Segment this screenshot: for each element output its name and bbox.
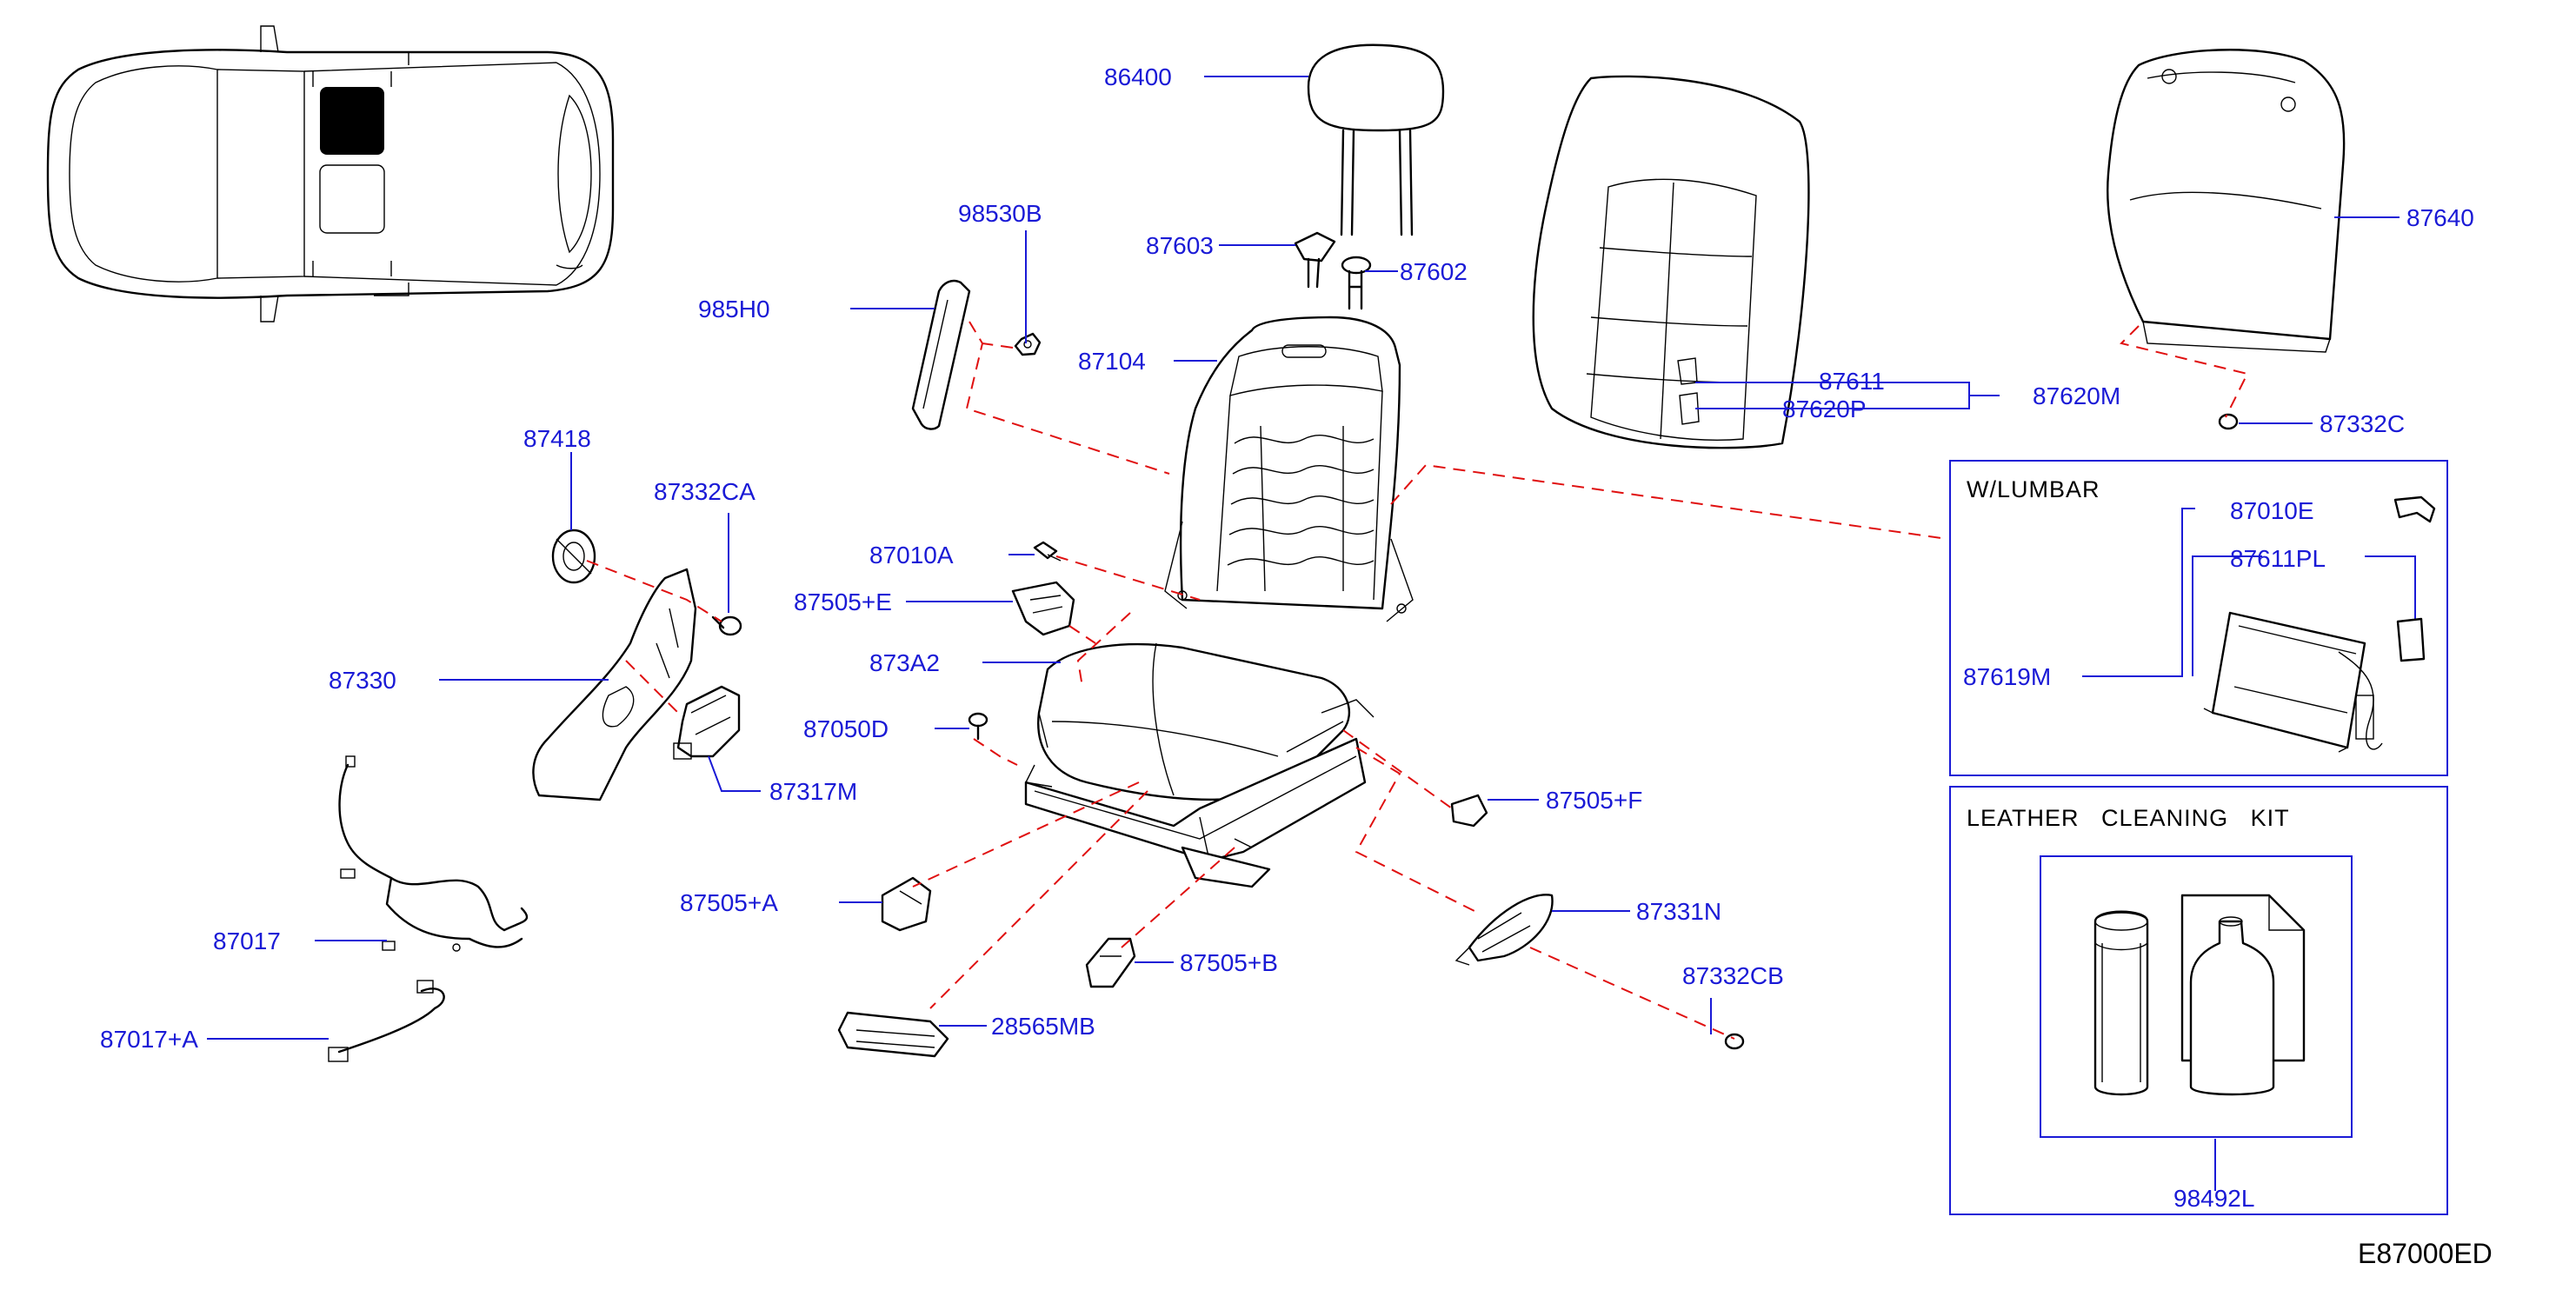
label-87620p: 87620P	[1782, 396, 1867, 422]
side-cover-87330-part	[532, 568, 697, 801]
label-87331n: 87331N	[1636, 898, 1721, 925]
label-87418: 87418	[523, 425, 591, 452]
label-87332c: 87332C	[2320, 410, 2405, 437]
vehicle-top-view	[46, 25, 615, 322]
label-87602: 87602	[1400, 258, 1468, 285]
label-87332ca: 87332CA	[654, 478, 755, 505]
harness-87017-part	[338, 755, 529, 952]
label-87619m: 87619M	[1963, 663, 2051, 690]
reference-lines	[586, 321, 2249, 1040]
label-87332cb: 87332CB	[1682, 962, 1784, 989]
label-87620m: 87620M	[2033, 382, 2120, 409]
label-87640: 87640	[2406, 204, 2474, 231]
lumbar-box-title: W/LUMBAR	[1967, 476, 2100, 502]
label-28565mb: 28565MB	[991, 1013, 1095, 1040]
label-87505e: 87505+E	[794, 588, 892, 615]
seatback-cover-part	[1532, 75, 1810, 449]
cover-87505b-part	[1085, 937, 1136, 988]
clip-98530b-part	[1014, 332, 1042, 356]
label-985h0: 985H0	[698, 296, 770, 322]
diagram-code: E87000ED	[2358, 1238, 2493, 1269]
label-87050d: 87050D	[803, 715, 889, 742]
part-labels: 86400 98530B 87603 87602 985H0 87104 876…	[100, 63, 2493, 1269]
cover-87505f-part	[1450, 794, 1488, 828]
label-87505f: 87505+F	[1546, 787, 1642, 814]
leather-kit-box	[1949, 786, 2448, 1215]
cover-87331n-part	[1454, 894, 1554, 966]
sunroof-rear-panel	[319, 164, 385, 234]
label-98492l: 98492L	[2173, 1185, 2254, 1212]
label-87505a: 87505+A	[680, 889, 778, 916]
headrest-guide-87603	[1294, 231, 1336, 289]
label-87330: 87330	[329, 667, 396, 694]
label-87010e: 87010E	[2230, 497, 2314, 524]
label-87603: 87603	[1146, 232, 1214, 259]
bolt-87332cb-part	[1724, 1033, 1745, 1050]
lumbar-unit-87619m-part	[2203, 611, 2383, 753]
headrest-part	[1307, 43, 1445, 236]
seat-rails-part	[1024, 737, 1367, 888]
clip-87332c-part	[2218, 413, 2239, 430]
label-87010a: 87010A	[869, 542, 954, 569]
cleaner-bottle-part	[2189, 916, 2275, 1096]
label-87317m: 87317M	[769, 778, 857, 805]
label-873a2: 873A2	[869, 649, 940, 676]
label-87505b: 87505+B	[1180, 949, 1278, 976]
cleaner-canister-part	[2093, 910, 2149, 1096]
seatback-frame-part	[1164, 316, 1414, 622]
label-87611pl: 87611PL	[2230, 545, 2326, 572]
screw-87010a-part	[1033, 541, 1062, 562]
cover-87505a-part	[881, 876, 932, 932]
finisher-985h0-part	[911, 279, 971, 430]
clip-87010e-part	[2393, 495, 2436, 523]
label-87017: 87017	[213, 928, 281, 954]
seatback-board-part	[2107, 49, 2346, 353]
pad-87611pl-part	[2396, 617, 2426, 662]
module-28565mb-part	[837, 1011, 949, 1058]
headrest-guide-87602	[1341, 256, 1372, 310]
leather-kit-title: LEATHER CLEANING KIT	[1967, 805, 2290, 831]
cover-87505e-part	[1011, 581, 1075, 636]
lumbar-box	[1949, 460, 2448, 776]
label-87611: 87611	[1819, 368, 1885, 395]
bolt-87332ca-part	[711, 615, 742, 636]
label-86400: 86400	[1104, 63, 1172, 90]
motor-87317m-part	[673, 685, 741, 760]
pin-87050d-part	[968, 712, 988, 741]
label-98530b: 98530B	[958, 200, 1042, 227]
sunroof-glass	[320, 87, 384, 155]
label-87017a: 87017+A	[100, 1026, 198, 1053]
knob-87418-part	[551, 529, 596, 584]
label-87104: 87104	[1078, 348, 1146, 375]
harness-87017a-part	[328, 980, 445, 1062]
